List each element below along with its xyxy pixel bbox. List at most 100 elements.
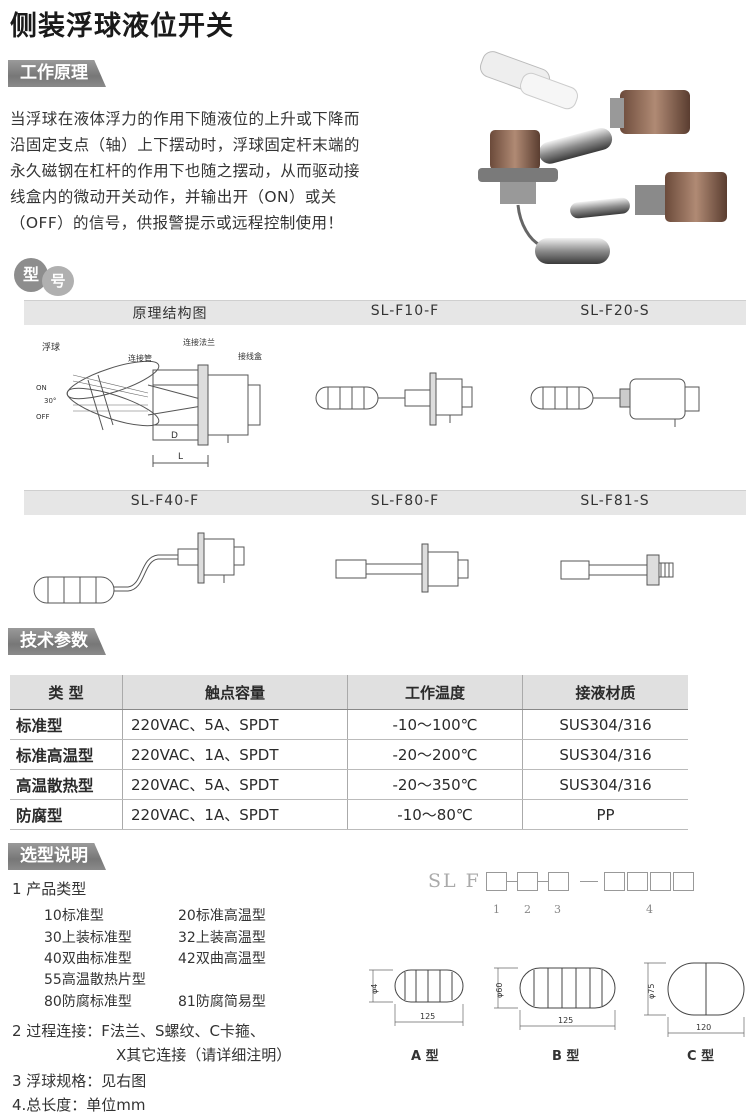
code-dash [580, 881, 598, 882]
model-drawing-sl-f10-f [315, 372, 473, 426]
type-option: 80防腐标准型 [44, 994, 132, 1010]
page-title: 侧装浮球液位开关 [10, 11, 234, 42]
selection-item-2-cont: X其它连接（请详细注明） [116, 1046, 292, 1064]
code-box-4 [650, 872, 671, 891]
model-tag-char-2: 号 [42, 266, 74, 296]
label-float: 浮球 [42, 341, 60, 353]
code-num: 4 [646, 903, 653, 916]
cell-contact: 220VAC、1A、SPDT [122, 739, 348, 770]
principle-diagram: 浮球 连接管 连接法兰 接线盒 ON OFF 30° L D [36, 337, 262, 467]
cell-contact: 220VAC、5A、SPDT [122, 769, 348, 800]
type-option: 30上装标准型 [44, 930, 132, 946]
label-flange: 连接法兰 [183, 337, 215, 347]
table-row: 高温散热型 220VAC、5A、SPDT -20～350℃ SUS304/316 [10, 769, 688, 800]
float-b-label: B 型 [552, 1049, 580, 1064]
code-box-3 [548, 872, 569, 891]
code-underline [486, 896, 697, 897]
type-option: 42双曲高温型 [178, 951, 266, 967]
table-header-row: 类 型 触点容量 工作温度 接液材质 [10, 675, 688, 710]
code-box-4 [604, 872, 625, 891]
float-a-dia: φ4 [370, 984, 379, 994]
type-option: 81防腐简易型 [178, 994, 266, 1010]
cell-material: SUS304/316 [522, 709, 688, 740]
code-num: 3 [554, 903, 561, 916]
float-b-dia: φ60 [495, 983, 504, 998]
col-header-contact: 触点容量 [122, 675, 348, 710]
type-option: 32上装高温型 [178, 930, 266, 946]
cell-material: SUS304/316 [522, 739, 688, 770]
col-header-type: 类 型 [10, 675, 123, 710]
model-label: 原理结构图 [132, 306, 208, 322]
table-row: 防腐型 220VAC、1A、SPDT -10～80℃ PP [10, 799, 688, 830]
code-box-2 [517, 872, 538, 891]
cell-type: 标准高温型 [10, 739, 123, 770]
intro-line: 沿固定支点（轴）上下摆动时，浮球固定杆末端的 [10, 136, 360, 154]
intro-line: 当浮球在液体浮力的作用下随液位的上升或下降而 [10, 110, 360, 128]
code-box-4 [627, 872, 648, 891]
label-pipe: 连接管 [128, 353, 152, 363]
section-principle: 工作原理 [8, 60, 106, 87]
cell-type: 高温散热型 [10, 769, 123, 800]
section-selection: 选型说明 [8, 843, 106, 870]
code-prefix: SL F [428, 870, 481, 892]
code-dash [538, 881, 548, 882]
type-option: 10标准型 [44, 908, 104, 924]
label-l: L [178, 452, 183, 462]
table-row: 标准型 220VAC、5A、SPDT -10～100℃ SUS304/316 [10, 709, 688, 740]
models-header-row-2 [24, 490, 746, 515]
cell-material: PP [522, 799, 688, 830]
float-b-drawing: φ60 125 [494, 967, 616, 1030]
label-box: 接线盒 [238, 351, 262, 361]
float-c-label: C 型 [687, 1049, 715, 1064]
code-box-1 [486, 872, 507, 891]
model-drawing-sl-f80-f [335, 543, 469, 593]
float-b-length: 125 [558, 1016, 573, 1025]
model-tag-char-1: 型 [14, 258, 48, 292]
label-off: OFF [36, 413, 50, 421]
float-a-drawing: φ4 125 [369, 969, 464, 1026]
section-model: 型 号 [14, 258, 84, 296]
cell-temp: -20～200℃ [347, 739, 523, 770]
col-header-material: 接液材质 [522, 675, 688, 710]
intro-text: 当浮球在液体浮力的作用下随液位的上升或下降而 沿固定支点（轴）上下摆动时，浮球固… [10, 106, 420, 236]
col-header-temp: 工作温度 [347, 675, 523, 710]
type-option: 40双曲标准型 [44, 951, 132, 967]
table-row: 标准高温型 220VAC、1A、SPDT -20～200℃ SUS304/316 [10, 739, 688, 770]
intro-line: 永久磁钢在杠杆的作用下也随之摆动，从而驱动接 [10, 162, 360, 180]
float-c-drawing: φ75 120 [644, 962, 745, 1037]
code-num: 1 [493, 903, 500, 916]
intro-line: 线盒内的微动开关动作，并输出开（ON）或关 [10, 188, 337, 206]
float-c-length: 120 [696, 1023, 711, 1032]
type-option: 55高温散热片型 [44, 972, 146, 988]
model-label: SL-F81-S [580, 493, 650, 509]
code-dash [507, 881, 517, 882]
float-a-label: A 型 [411, 1049, 439, 1064]
selection-item-3: 3 浮球规格：见右图 [12, 1072, 147, 1090]
selection-item-4: 4.总长度：单位mm [12, 1096, 146, 1114]
cell-material: SUS304/316 [522, 769, 688, 800]
model-label: SL-F10-F [370, 303, 440, 319]
float-a-length: 125 [420, 1012, 435, 1021]
cell-contact: 220VAC、1A、SPDT [122, 799, 348, 830]
section-tech: 技术参数 [8, 628, 106, 655]
selection-item-2: 2 过程连接：F法兰、S螺纹、C卡箍、 [12, 1022, 265, 1040]
model-drawing-sl-f81-s [560, 554, 674, 586]
cell-temp: -10～100℃ [347, 709, 523, 740]
cell-temp: -10～80℃ [347, 799, 523, 830]
models-header-row-1 [24, 300, 746, 325]
model-label: SL-F20-S [580, 303, 650, 319]
label-angle: 30° [44, 397, 56, 405]
cell-contact: 220VAC、5A、SPDT [122, 709, 348, 740]
cell-temp: -20～350℃ [347, 769, 523, 800]
cell-type: 防腐型 [10, 799, 123, 830]
label-d: D [171, 431, 178, 441]
selection-item-1: 1 产品类型 [12, 880, 87, 898]
cell-type: 标准型 [10, 709, 123, 740]
intro-line: （OFF）的信号，供报警提示或远程控制使用！ [10, 214, 344, 232]
model-label: SL-F40-F [130, 493, 200, 509]
product-photo [478, 51, 727, 264]
code-num: 2 [524, 903, 531, 916]
float-c-dia: φ75 [647, 984, 656, 999]
code-box-4 [673, 872, 694, 891]
model-drawing-sl-f40-f [33, 532, 245, 604]
